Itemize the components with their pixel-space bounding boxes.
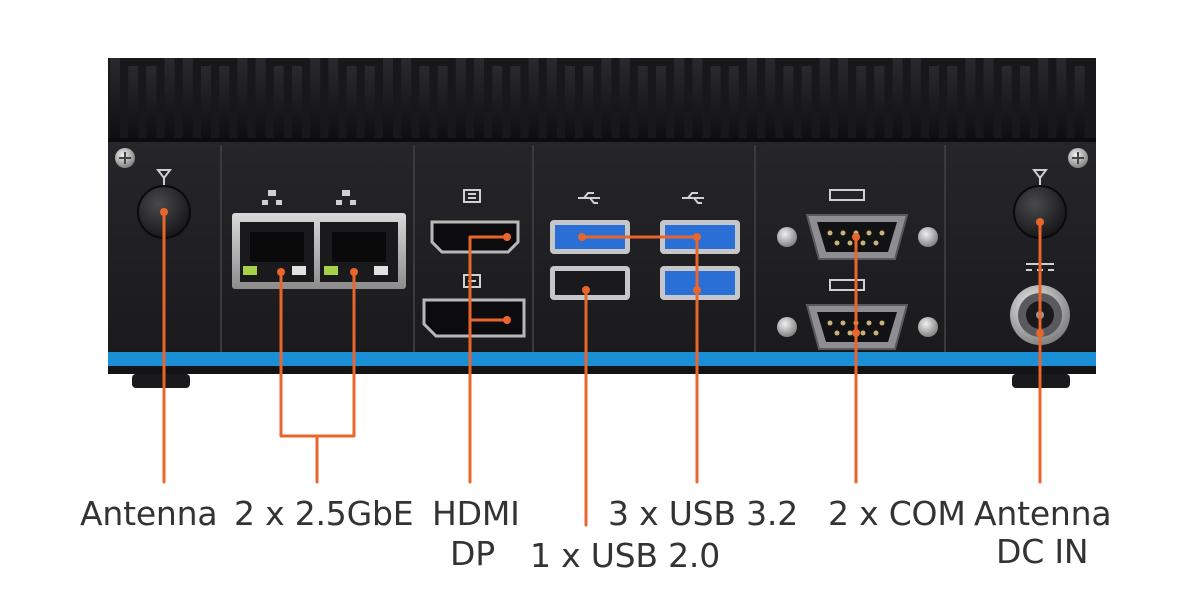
heatsink-fin [965,58,976,140]
serial-port-icon [829,189,865,291]
heatsink-fin [528,58,539,140]
heatsink-fin [310,58,321,140]
heatsink-fin [747,58,757,140]
heatsink-fin [710,66,721,140]
heatsink-fin [565,66,575,140]
heatsink-fin [255,58,266,140]
label-dc-in: DC IN [996,532,1089,571]
heatsink-fin [819,58,830,140]
label-dp: DP [450,534,495,573]
network-icon [262,190,356,205]
heatsink-fin [474,58,484,140]
heatsink-fin [182,58,193,140]
heatsink-fin [1074,66,1085,140]
heatsink-fin [346,66,357,140]
hdmi-icon [463,189,481,203]
chassis-feet [132,374,1070,388]
heatsink-fin [273,66,284,140]
usb-icon [578,192,704,204]
display-ports [422,189,526,338]
heatsink-fin [1056,58,1067,140]
heatsink-fin [401,58,412,140]
heatsink-fin [219,66,230,140]
label-usb3: 3 x USB 3.2 [608,494,799,533]
heatsink-fin [892,58,903,140]
antenna-icon [1032,169,1048,186]
label-lan: 2 x 2.5GbE [234,494,414,533]
lan-ports [232,190,406,289]
heatsink-fin [419,66,430,140]
heatsink-fin [656,66,666,140]
heatsink-fin [801,66,812,140]
heatsink-fin [929,66,939,140]
heatsink-fin [583,66,594,140]
heatsink-fin [765,58,776,140]
accent-stripe [108,352,1096,366]
label-antenna-left: Antenna [80,494,218,533]
heatsink-fin [637,66,648,140]
heatsink-fin [1038,58,1049,140]
heatsink-fin [1020,66,1030,140]
heatsink-fin [437,66,448,140]
antenna-icon [156,169,172,186]
heatsink-fins [108,58,1096,142]
heatsink-fin [201,66,211,140]
heatsink-fin [146,66,157,140]
heatsink-fin [110,58,120,140]
callout-dots [160,208,1044,337]
heatsink-fin [128,66,139,140]
heatsink-fin [492,66,503,140]
heatsink-fin [364,66,375,140]
heatsink-fin [674,58,685,140]
heatsink-fin [783,66,794,140]
label-hdmi: HDMI [432,494,520,533]
heatsink-fin [692,58,703,140]
label-antenna-right: Antenna [974,494,1112,533]
heatsink-fin [874,66,885,140]
heatsink-fin [510,66,521,140]
label-com: 2 x COM [828,494,966,533]
heatsink-fin [947,66,958,140]
panel-screws [115,148,1088,168]
heatsink-fin [856,66,867,140]
heatsink-fin [383,58,393,140]
heatsink-fin [910,58,921,140]
heatsink-fin [546,58,557,140]
heatsink-fin [237,58,248,140]
heatsink-fin [292,66,302,140]
callout-lines [162,210,1042,527]
heatsink-fin [455,58,466,140]
heatsink-fin [838,58,848,140]
label-usb2: 1 x USB 2.0 [530,536,721,575]
heatsink-fin [983,58,994,140]
heatsink-fin [728,66,739,140]
heatsink-fin [328,58,339,140]
heatsink-fin [601,58,612,140]
heatsink-fin [1001,66,1012,140]
heatsink-fin [164,58,175,140]
heatsink-fin [619,58,630,140]
